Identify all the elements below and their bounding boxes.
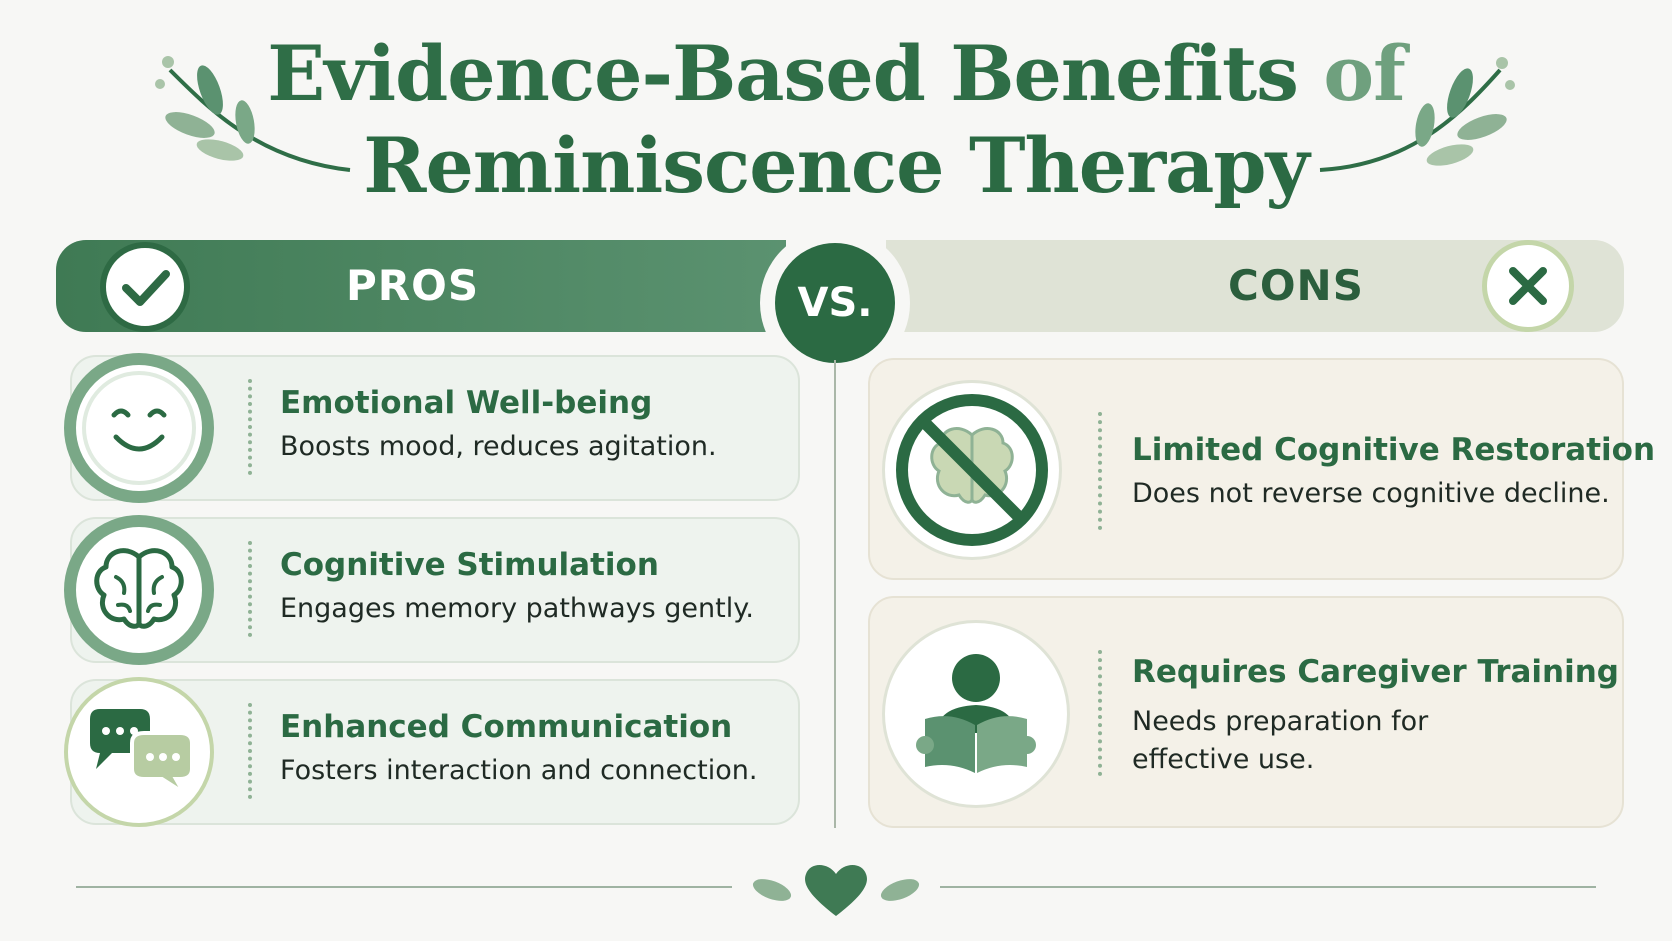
center-divider (834, 360, 836, 828)
pros-label: PROS (346, 261, 480, 310)
cons-label: CONS (1228, 261, 1364, 310)
right-leaf-sprig-icon (1319, 57, 1515, 172)
cons-header-bar: CONS (886, 240, 1624, 332)
pro-desc: Fosters interaction and connection. (280, 755, 758, 786)
x-mark-icon (1482, 240, 1574, 332)
con-desc: Does not reverse cognitive decline. (1132, 478, 1610, 509)
pro-title: Cognitive Stimulation (280, 547, 659, 583)
title-line2: Reminiscence Therapy (363, 121, 1309, 210)
pro-card-cognitive: Cognitive Stimulation Engages memory pat… (64, 515, 800, 665)
brain-icon (64, 515, 214, 665)
heart-with-leaves-icon (752, 865, 920, 916)
pro-card-emotional: Emotional Well-being Boosts mood, reduce… (64, 353, 800, 503)
pro-title: Emotional Well-being (280, 385, 653, 421)
pros-header-bar: PROS (56, 240, 786, 332)
dotted-separator (248, 703, 252, 799)
con-card-limited-restoration: Limited Cognitive Restoration Does not r… (868, 358, 1655, 580)
footer-divider-left (76, 886, 732, 888)
pro-card-communication: Enhanced Communication Fosters interacti… (64, 677, 800, 827)
dotted-separator (248, 379, 252, 475)
vs-badge: VS. (760, 228, 910, 378)
title-line1: Evidence-Based Benefits (267, 29, 1299, 118)
dotted-separator (248, 541, 252, 637)
smiley-face-icon (64, 353, 214, 503)
pro-desc: Engages memory pathways gently. (280, 593, 754, 624)
dotted-separator (1098, 650, 1102, 776)
person-reading-icon (882, 620, 1070, 808)
con-title: Limited Cognitive Restoration (1132, 432, 1656, 468)
pro-title: Enhanced Communication (280, 709, 733, 745)
con-desc-line1: Needs preparation for (1132, 706, 1429, 737)
dotted-separator (1098, 412, 1102, 530)
pro-desc: Boosts mood, reduces agitation. (280, 431, 717, 462)
no-brain-icon (882, 380, 1062, 560)
title-line1-of: of (1323, 29, 1405, 118)
con-card-caregiver-training: Requires Caregiver Training Needs prepar… (868, 596, 1624, 828)
vs-label: VS. (775, 243, 895, 363)
con-title: Requires Caregiver Training (1132, 654, 1619, 690)
footer-divider-right (940, 886, 1596, 888)
page-title: Evidence-Based Benefits of Reminiscence … (0, 28, 1672, 212)
checkmark-icon (100, 242, 190, 332)
speech-bubbles-icon (64, 677, 214, 827)
con-desc-line2: effective use. (1132, 744, 1315, 775)
left-leaf-sprig-icon (155, 56, 351, 172)
